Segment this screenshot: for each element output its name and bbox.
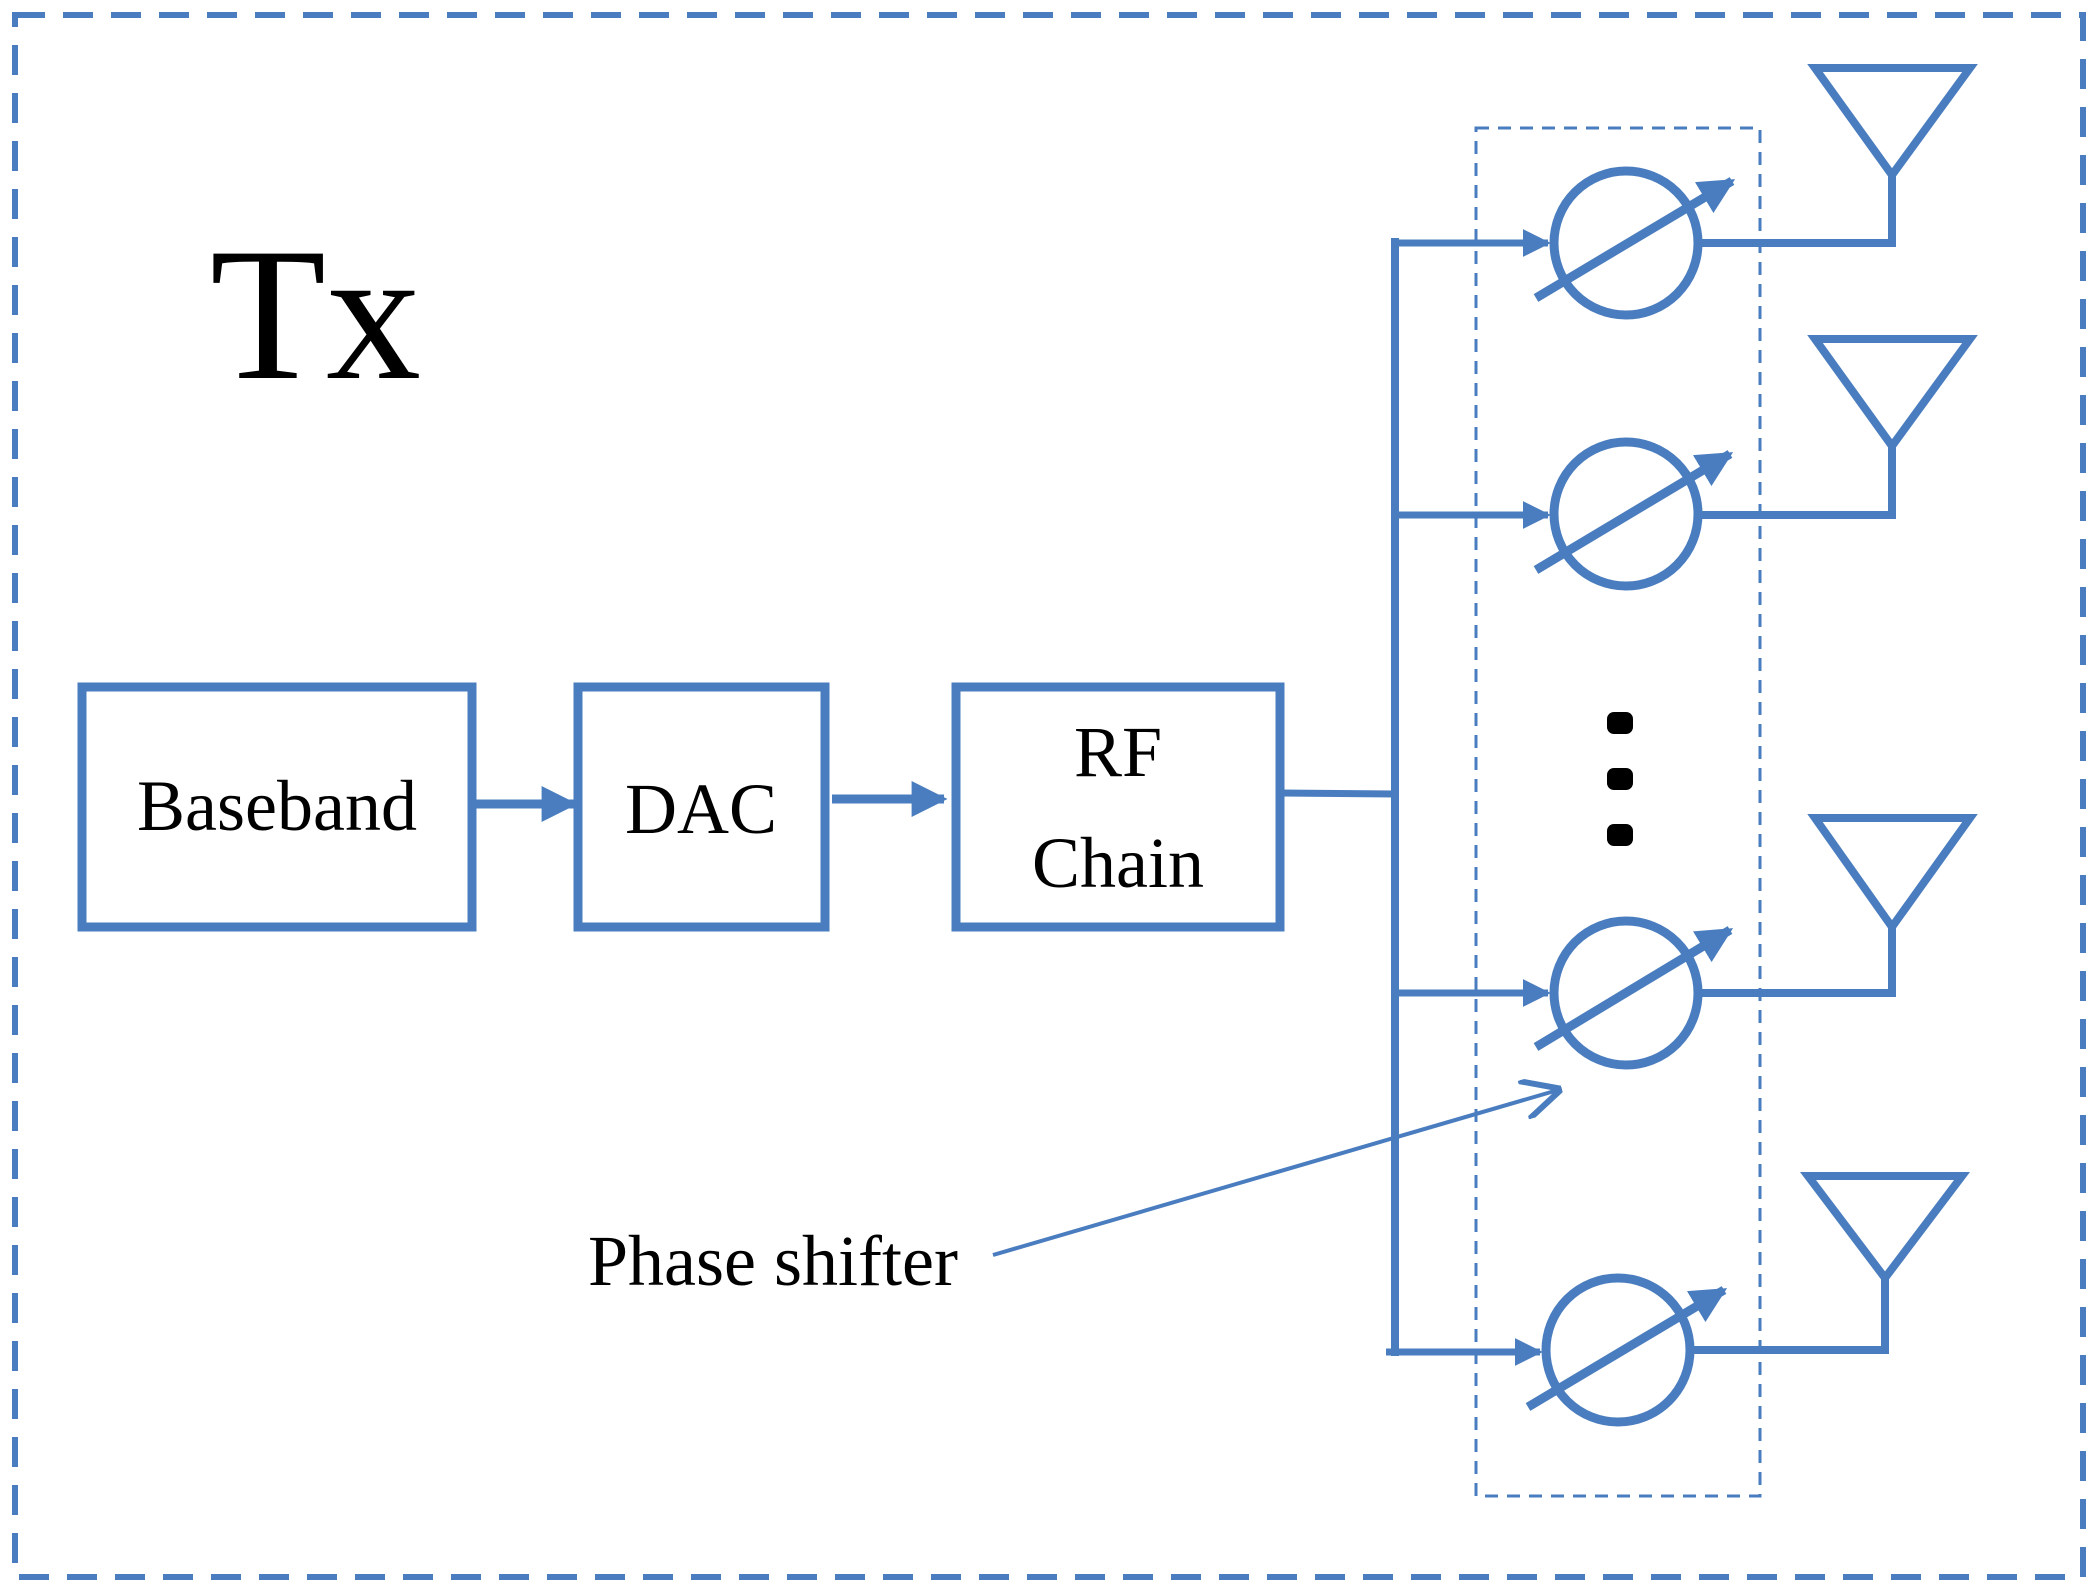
branch-2 [1395,335,1978,591]
baseband-label: Baseband [137,766,417,846]
branch-1 [1395,64,1978,320]
rf-chain-label-line1: RF [1074,712,1162,792]
rf-chain-label-line2: Chain [1032,823,1204,903]
phase-shifter-label: Phase shifter [588,1221,958,1301]
feed-line [1698,927,1896,997]
baseband-block: Baseband [77,682,477,932]
feed-line [1698,175,1896,247]
antenna-icon [1807,64,1978,182]
antenna-icon [1799,1172,1971,1285]
dac-block: DAC [573,682,830,932]
dac-label: DAC [625,769,777,849]
phase-shifter-group-box [1474,126,1762,1498]
tx-title: Tx [210,210,421,420]
antenna-icon [1807,814,1978,934]
branch-3 [1395,814,1978,1070]
rf-chain-block: RF Chain [951,682,1285,932]
feed-line [1690,1278,1889,1354]
branch-4 [1386,1172,1971,1427]
tx-boundary [12,12,2086,1580]
ellipsis-dots [1607,712,1633,846]
feed-line [1698,446,1896,519]
antenna-icon [1807,335,1978,453]
rf-output-line [1279,789,1396,798]
annotation-pointer [992,1090,1558,1257]
